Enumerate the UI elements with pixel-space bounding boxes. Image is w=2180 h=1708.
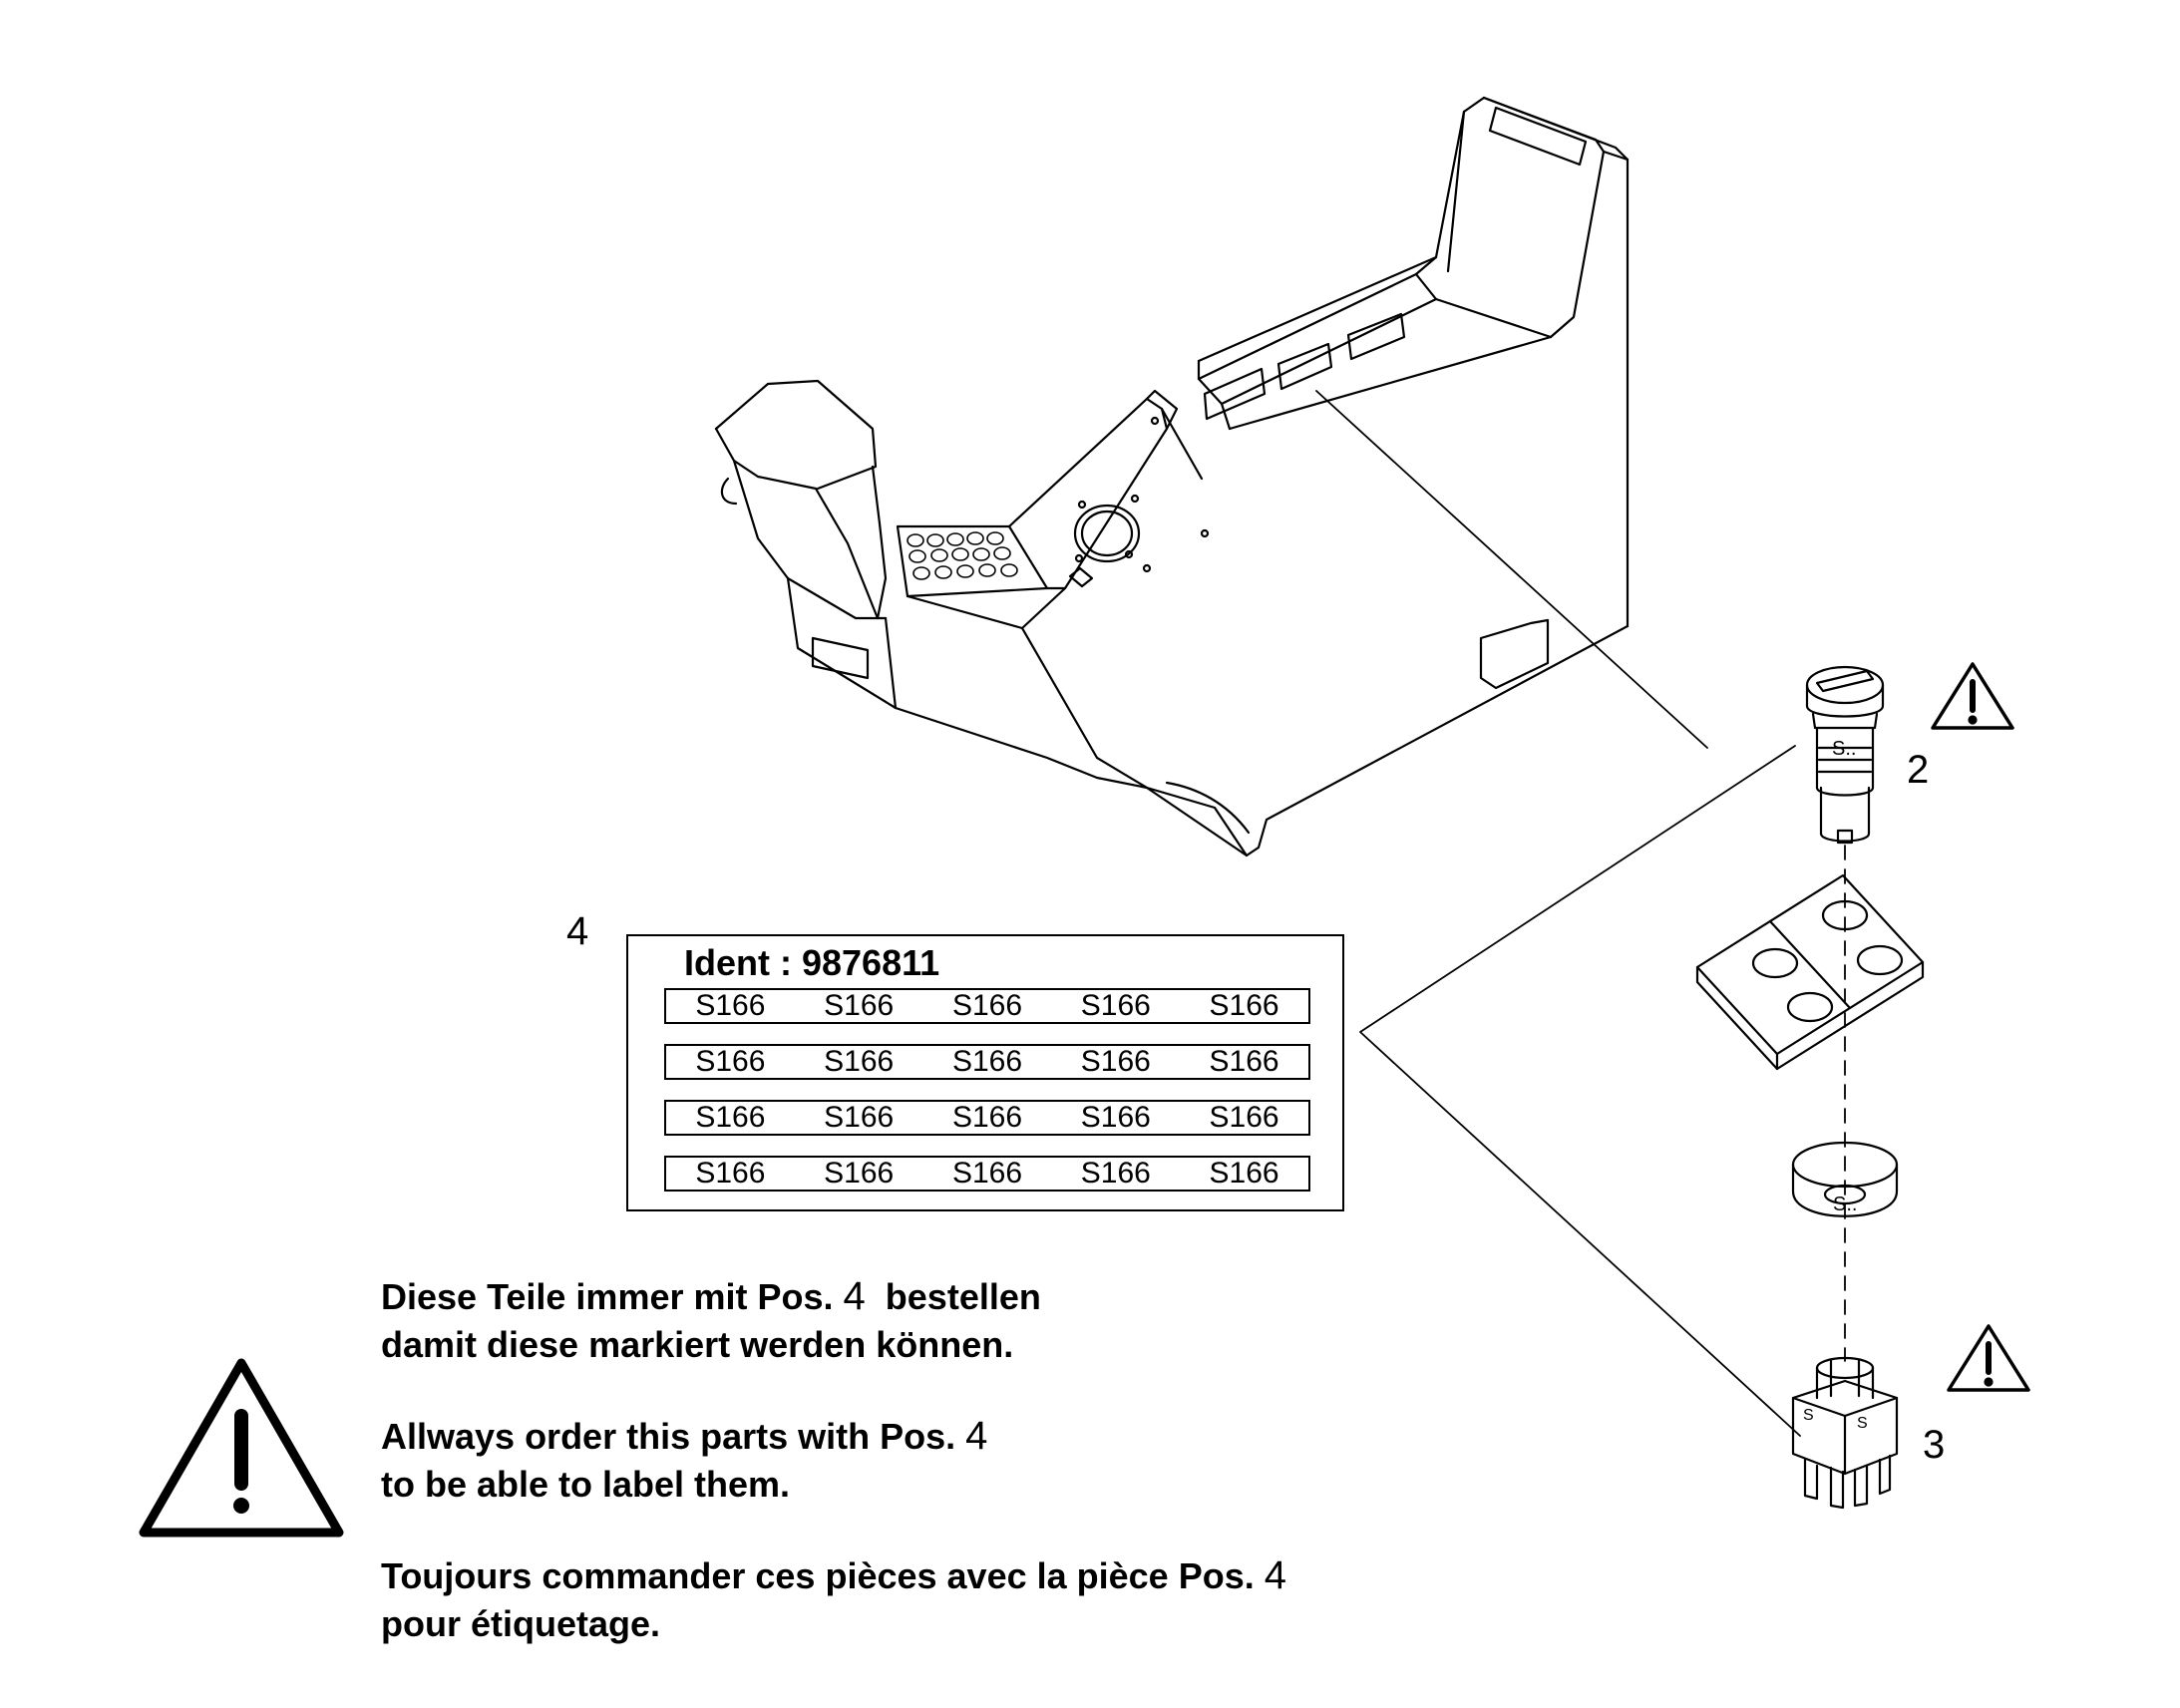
label-cell: S166 (951, 989, 1023, 1022)
label-cell: S166 (1080, 1045, 1151, 1078)
callout-3: 3 (1923, 1423, 1946, 1467)
label-cell: S166 (695, 1157, 766, 1190)
label-cell: S166 (951, 1101, 1023, 1134)
note-french: Toujours commander ces pièces avec la pi… (381, 1551, 1286, 1648)
note-fr-line2: pour étiquetage. (381, 1603, 661, 1644)
marking-ring (1791, 1141, 1899, 1217)
note-en-line1: Allways order this parts with Pos. (381, 1416, 956, 1457)
label-cell: S166 (951, 1045, 1023, 1078)
rotary-switch-part-2 (1805, 665, 1885, 845)
label-cell: S166 (824, 1045, 895, 1078)
label-cell: S166 (1209, 1101, 1279, 1134)
label-cell: S166 (1080, 1101, 1151, 1134)
ident-number: Ident : 9876811 (684, 942, 940, 983)
label-cell: S166 (824, 1157, 895, 1190)
note-fr-line1: Toujours commander ces pièces avec la pi… (381, 1555, 1255, 1596)
label-cell: S166 (824, 989, 895, 1022)
label-sheet: Ident : 9876811 S166 S166 S166 S166 S166… (626, 934, 1344, 1211)
warning-triangle-icon (1931, 662, 2014, 730)
console-housing (714, 96, 1630, 857)
note-de-line1-end: bestellen (885, 1276, 1041, 1317)
switch-body-part-3 (1791, 1356, 1899, 1510)
note-english: Allways order this parts with Pos. 4 to … (381, 1412, 987, 1509)
label-cell: S166 (695, 1101, 766, 1134)
label-cell: S166 (1209, 989, 1279, 1022)
label-strip: S166 S166 S166 S166 S166 (664, 1100, 1310, 1136)
note-en-pos: 4 (965, 1414, 988, 1458)
callout-4: 4 (566, 909, 589, 953)
warning-triangle-icon (139, 1358, 344, 1537)
label-cell: S166 (1080, 1157, 1151, 1190)
note-de-line1: Diese Teile immer mit Pos. (381, 1276, 834, 1317)
leader-lines (1315, 390, 1801, 1437)
label-strip: S166 S166 S166 S166 S166 (664, 1156, 1310, 1192)
callout-2: 2 (1907, 748, 1930, 792)
label-cell: S166 (824, 1101, 895, 1134)
label-cell: S166 (1209, 1157, 1279, 1190)
ring-marking: S.. (1833, 1194, 1857, 1215)
note-en-line2: to be able to label them. (381, 1464, 791, 1505)
switch-3-left-marking: S (1803, 1407, 1814, 1424)
note-de-line2: damit diese markiert werden können. (381, 1324, 1014, 1365)
label-cell: S166 (695, 1045, 766, 1078)
label-strip: S166 S166 S166 S166 S166 (664, 988, 1310, 1024)
switch-2-marking: S.. (1832, 738, 1856, 760)
note-fr-pos: 4 (1264, 1553, 1286, 1597)
label-cell: S166 (951, 1157, 1023, 1190)
label-cell: S166 (1209, 1045, 1279, 1078)
switch-3-right-marking: S (1857, 1415, 1868, 1432)
label-cell: S166 (695, 989, 766, 1022)
note-german: Diese Teile immer mit Pos. 4 bestellen d… (381, 1272, 1041, 1369)
label-cell: S166 (1080, 989, 1151, 1022)
warning-triangle-icon (1947, 1324, 2030, 1392)
note-de-pos: 4 (843, 1274, 866, 1318)
label-strip: S166 S166 S166 S166 S166 (664, 1044, 1310, 1080)
mounting-plate (1695, 873, 1925, 1071)
